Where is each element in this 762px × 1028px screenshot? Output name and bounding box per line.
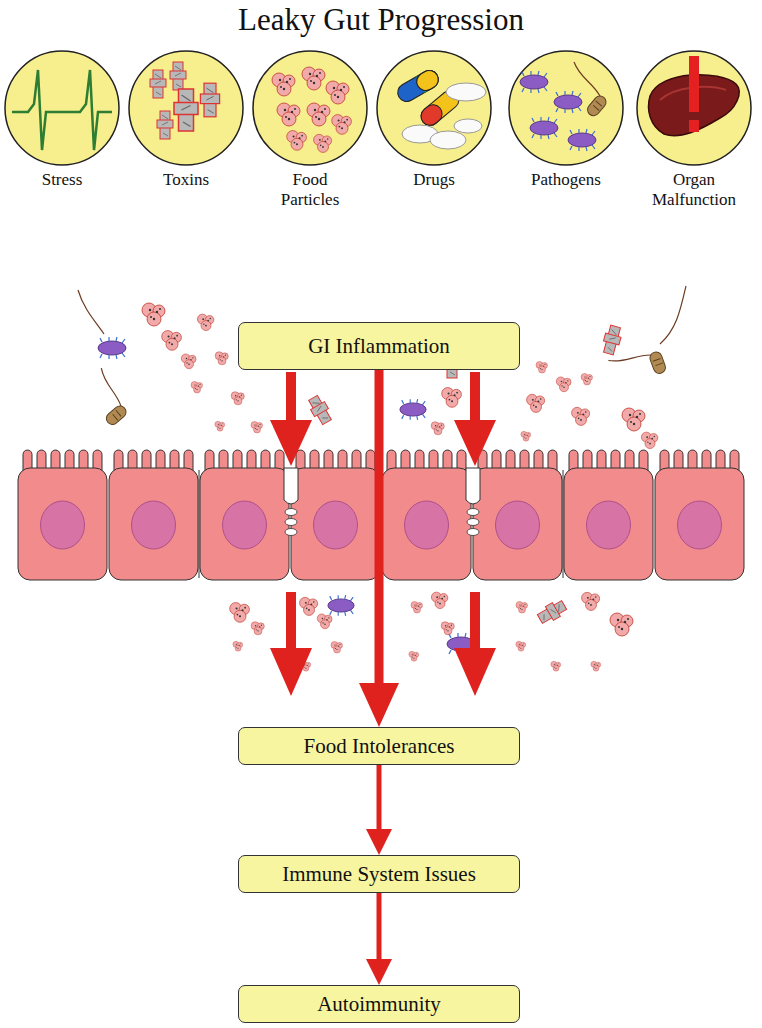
box-label: Autoimmunity (317, 992, 441, 1017)
cell-border (199, 470, 200, 578)
source-circle: Toxins (124, 48, 248, 190)
diagram-title: Leaky Gut Progression (0, 2, 762, 38)
open-junction (284, 468, 298, 536)
flow-arrow (366, 893, 392, 985)
source-label: Organ Malfunction (652, 170, 736, 210)
flow-arrow (359, 370, 399, 727)
arrow-head (366, 959, 392, 985)
source-circle: Drugs (372, 48, 496, 190)
process-box: Immune System Issues (238, 855, 520, 893)
epithelial-cell (200, 450, 289, 580)
epithelial-cell (473, 450, 562, 580)
process-box: Autoimmunity (238, 985, 520, 1023)
arrow-head (359, 683, 399, 727)
arrow-shaft (375, 370, 384, 685)
epithelial-cell (18, 450, 107, 580)
source-circle: Food Particles (248, 48, 372, 210)
source-label: Pathogens (531, 170, 601, 190)
source-label: Drugs (413, 170, 455, 190)
epithelial-cell (291, 450, 380, 580)
arrow-shaft (377, 765, 382, 831)
process-box: GI Inflammation (238, 322, 520, 370)
box-label: Food Intolerances (303, 734, 454, 759)
arrow-head (366, 829, 392, 855)
source-circle: Pathogens (504, 48, 628, 190)
source-circle: Organ Malfunction (632, 48, 756, 210)
box-label: Immune System Issues (282, 862, 476, 887)
epithelial-cell (655, 450, 744, 580)
open-junction (466, 468, 480, 536)
arrow-shaft (377, 893, 382, 961)
source-label: Food Particles (281, 170, 340, 210)
epithelial-cell (564, 450, 653, 580)
process-box: Food Intolerances (238, 727, 520, 765)
box-label: GI Inflammation (308, 334, 450, 359)
source-label: Stress (42, 170, 83, 190)
cell-border (563, 470, 564, 578)
flow-arrow (366, 765, 392, 855)
source-label: Toxins (163, 170, 209, 190)
epithelial-cell (109, 450, 198, 580)
source-circle: Stress (0, 48, 124, 190)
epithelial-cell (382, 450, 471, 580)
